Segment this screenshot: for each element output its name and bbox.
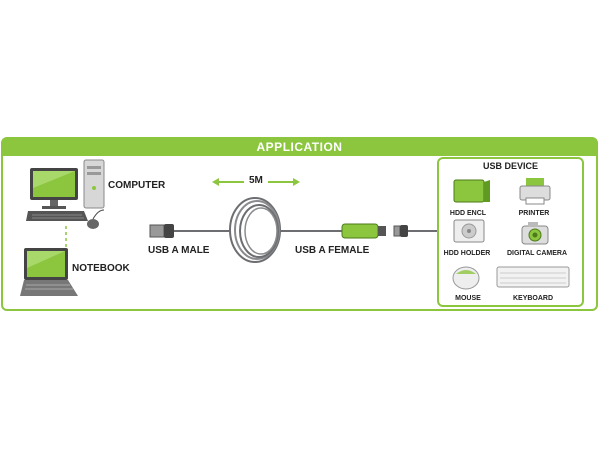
device-label-digital-camera: DIGITAL CAMERA	[506, 250, 568, 257]
keyboard-icon	[496, 266, 570, 288]
mouse-icon	[452, 266, 480, 290]
usb-a-female-label: USB A FEMALE	[295, 245, 370, 256]
usb-device-title: USB DEVICE	[482, 161, 538, 171]
desktop-computer-icon	[26, 159, 105, 229]
printer-icon	[519, 178, 551, 205]
device-label-mouse: MOUSE	[455, 295, 481, 302]
notebook-icon	[20, 248, 78, 296]
usb-a-male-label: USB A MALE	[148, 245, 210, 256]
cable-length-label: 5M	[249, 175, 263, 186]
device-label-hdd-encl: HDD ENCL	[449, 210, 487, 217]
device-label-printer: PRINTER	[518, 210, 550, 217]
left-arrow-icon	[212, 178, 244, 186]
notebook-label: NOTEBOOK	[72, 263, 130, 274]
right-arrow-icon	[268, 178, 300, 186]
hdd-holder-icon	[453, 219, 485, 243]
computer-label: COMPUTER	[108, 180, 166, 191]
device-label-hdd-holder: HDD HOLDER	[443, 250, 491, 257]
application-header: APPLICATION	[3, 139, 596, 156]
usb-cable-illustration	[149, 197, 440, 263]
digital-camera-icon	[521, 222, 549, 245]
hdd-enclosure-icon	[453, 179, 490, 203]
device-label-keyboard: KEYBOARD	[512, 295, 554, 302]
